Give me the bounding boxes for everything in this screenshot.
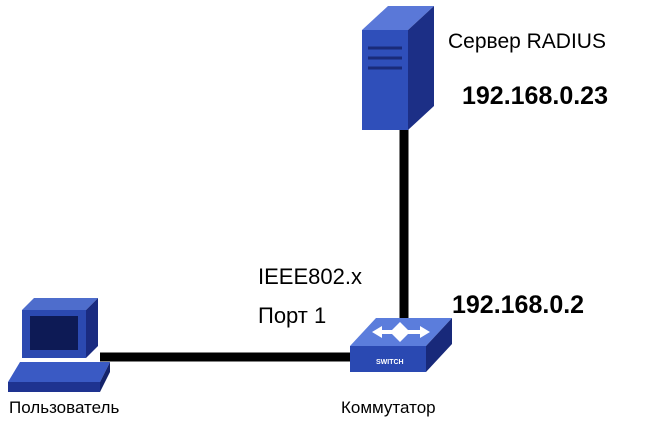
server-tower-icon [362,6,434,130]
port-name-label: Порт 1 [258,303,327,328]
switch-icon-text: SWITCH [376,359,404,366]
switch-label: Коммутатор [341,398,436,417]
computer-icon [8,298,110,392]
network-switch-icon: SWITCH [350,318,452,372]
user-label: Пользователь [9,398,120,417]
switch-ip-address: 192.168.0.2 [452,291,585,319]
server-ip-address: 192.168.0.23 [462,82,608,110]
server-label: Сервер RADIUS [448,30,606,53]
port-protocol-label: IEEE802.x [258,264,362,289]
